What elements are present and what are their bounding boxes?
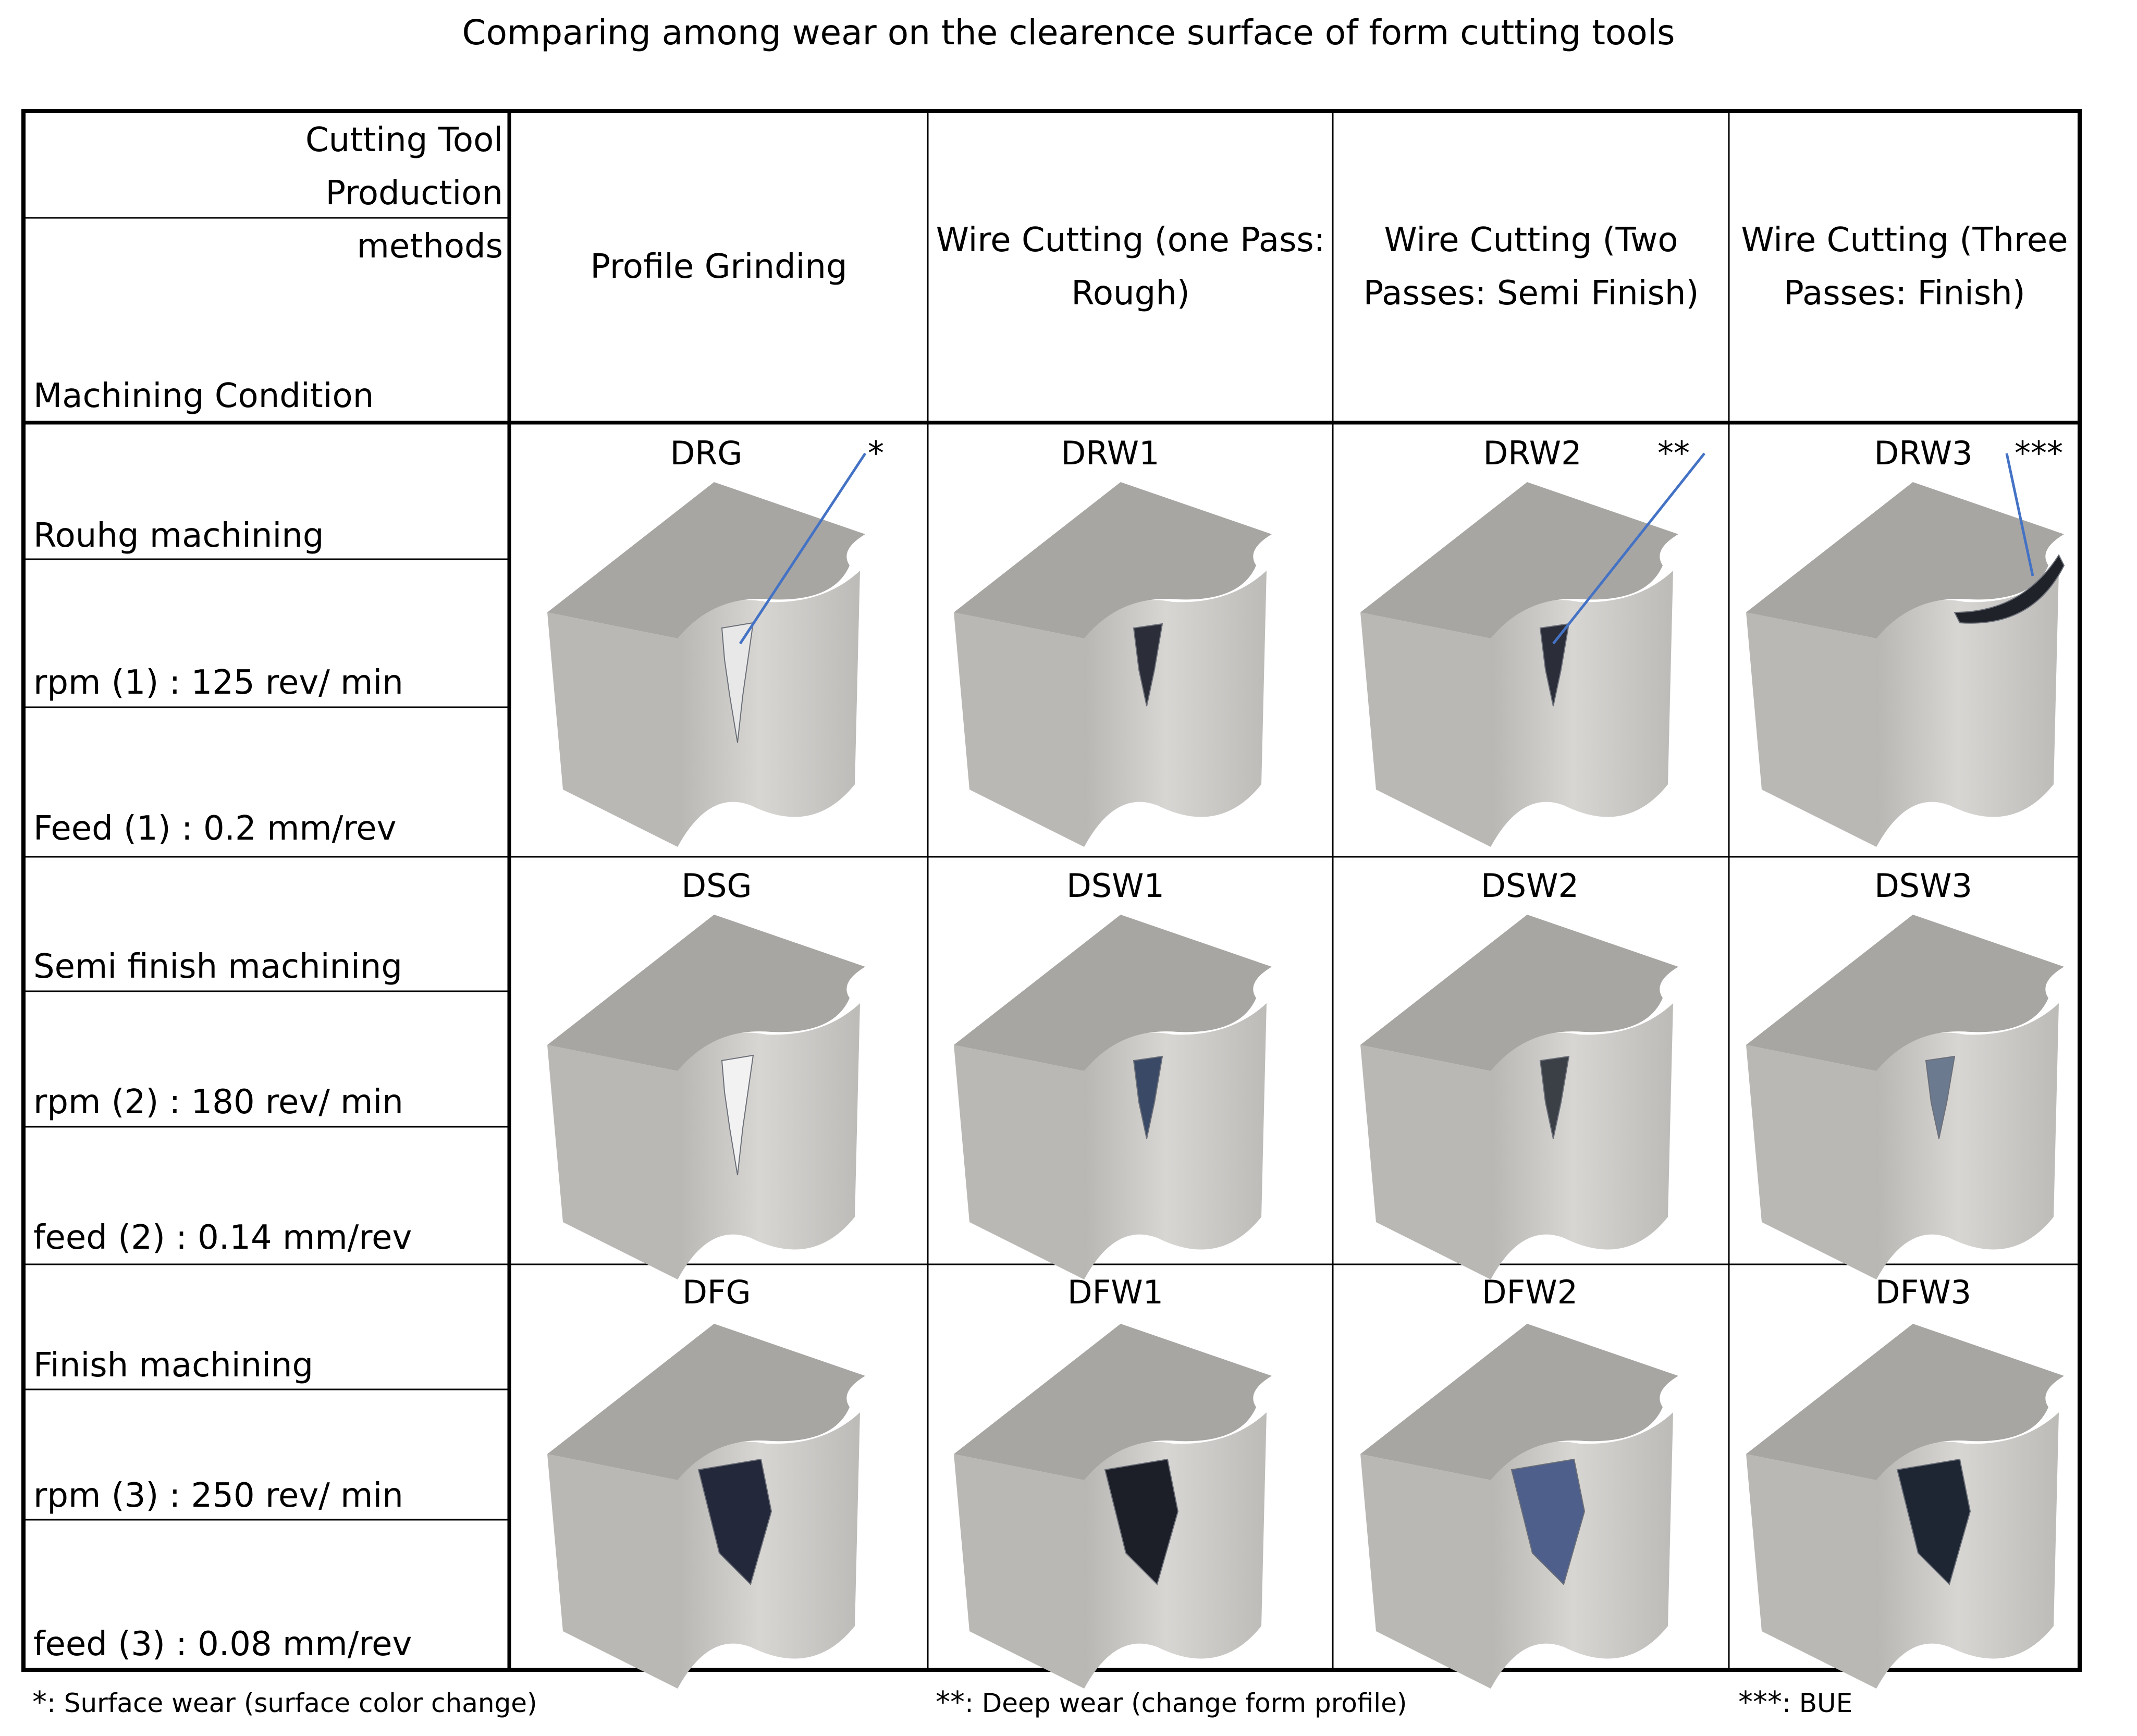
wear-region bbox=[1510, 1458, 1586, 1585]
method-header-wire-three-passes: Wire Cutting (Three Passes: Finish) bbox=[1741, 221, 2068, 313]
condition-rpm-semi-finish: rpm (2) : 180 rev/ min bbox=[33, 1083, 403, 1122]
tool-top-face bbox=[954, 915, 1272, 1071]
method-header-wire-two-passes: Wire Cutting (Two Passes: Semi Finish) bbox=[1363, 221, 1699, 313]
condition-name-rough: Rouhg machining bbox=[33, 516, 324, 555]
footnote-text: : BUE bbox=[1782, 1688, 1853, 1718]
wear-region bbox=[721, 1054, 754, 1176]
tool-image-drg bbox=[547, 452, 867, 847]
wear-leader-line bbox=[2005, 453, 2034, 576]
tool-left-face bbox=[547, 612, 678, 847]
tool-top-face bbox=[954, 1324, 1272, 1480]
sample-label: DSW2 bbox=[1481, 867, 1579, 905]
production-methods-label: Cutting Tool Production methods bbox=[305, 121, 503, 266]
wear-region bbox=[697, 1458, 772, 1585]
tool-top-face bbox=[547, 915, 865, 1071]
wear-region bbox=[1539, 623, 1570, 707]
tool-front-face bbox=[1876, 1003, 2059, 1279]
tool-front-face bbox=[1084, 1003, 1267, 1279]
footnote-deep-wear: **: Deep wear (change form profile) bbox=[936, 1684, 1407, 1721]
tool-top-face bbox=[1360, 1324, 1678, 1480]
tool-left-face bbox=[954, 1454, 1084, 1689]
wear-leader-line bbox=[739, 452, 867, 645]
sample-label: DSG bbox=[681, 867, 752, 905]
tool-left-face bbox=[1746, 612, 1876, 847]
wear-region bbox=[1954, 553, 2065, 624]
tool-image-dfw3 bbox=[1746, 1324, 2064, 1689]
wear-region bbox=[1925, 1055, 1956, 1139]
footnote-bue: ***: BUE bbox=[1738, 1684, 1852, 1721]
tool-image-dsw2 bbox=[1360, 915, 1678, 1279]
sample-label: DFG bbox=[682, 1273, 751, 1311]
wear-region bbox=[1539, 1055, 1570, 1139]
tool-image-drw1 bbox=[954, 482, 1272, 847]
machining-condition-label: Machining Condition bbox=[33, 377, 374, 415]
tool-image-dsg bbox=[547, 915, 865, 1279]
wear-region bbox=[1104, 1458, 1179, 1585]
footnote-surface-wear: *: Surface wear (surface color change) bbox=[32, 1684, 537, 1721]
tool-top-face bbox=[1360, 482, 1678, 638]
tool-top-face bbox=[547, 1324, 865, 1480]
tool-top-face bbox=[954, 482, 1272, 638]
tool-front-face bbox=[1876, 571, 2059, 847]
tool-left-face bbox=[1746, 1045, 1876, 1279]
tool-top-face bbox=[1360, 915, 1678, 1071]
wear-region bbox=[1133, 623, 1163, 707]
footnote-mark: * bbox=[32, 1685, 47, 1719]
footnote-mark: ** bbox=[936, 1685, 965, 1719]
condition-name-semi-finish: Semi finish machining bbox=[33, 947, 402, 986]
footnote-text: : Deep wear (change form profile) bbox=[965, 1688, 1407, 1718]
sample-label: DFW2 bbox=[1481, 1273, 1578, 1311]
condition-name-finish: Finish machining bbox=[33, 1346, 314, 1385]
sample-label: DFW3 bbox=[1875, 1273, 1972, 1311]
tool-top-face bbox=[1746, 482, 2064, 638]
tool-left-face bbox=[547, 1045, 678, 1279]
wear-region bbox=[721, 622, 754, 743]
tool-left-face bbox=[547, 1454, 678, 1689]
tool-image-dfg bbox=[547, 1324, 865, 1689]
condition-rpm-rough: rpm (1) : 125 rev/ min bbox=[33, 663, 403, 702]
condition-rpm-finish: rpm (3) : 250 rev/ min bbox=[33, 1476, 403, 1515]
method-header-wire-one-pass: Wire Cutting (one Pass: Rough) bbox=[936, 221, 1325, 313]
tool-image-dsw3 bbox=[1746, 915, 2064, 1279]
wear-mark: ** bbox=[1657, 434, 1690, 472]
condition-feed-semi-finish: feed (2) : 0.14 mm/rev bbox=[33, 1218, 412, 1257]
wear-mark: *** bbox=[2015, 434, 2063, 472]
tool-left-face bbox=[1360, 1454, 1491, 1689]
wear-region bbox=[1896, 1458, 1971, 1585]
tool-left-face bbox=[954, 1045, 1084, 1279]
wear-mark: * bbox=[868, 434, 884, 472]
tool-image-dfw2 bbox=[1360, 1324, 1678, 1689]
tool-left-face bbox=[1360, 1045, 1491, 1279]
condition-feed-finish: feed (3) : 0.08 mm/rev bbox=[33, 1625, 412, 1664]
sample-label: DSW3 bbox=[1874, 867, 1972, 905]
wear-leader-line bbox=[1552, 452, 1705, 645]
tool-top-face bbox=[1746, 915, 2064, 1071]
figure-title: Comparing among wear on the clearence su… bbox=[462, 13, 1675, 53]
tool-image-drw2 bbox=[1360, 452, 1705, 847]
tool-left-face bbox=[1360, 612, 1491, 847]
tool-image-dfw1 bbox=[954, 1324, 1272, 1689]
tool-front-face bbox=[1084, 571, 1267, 847]
tool-top-face bbox=[547, 482, 865, 638]
condition-feed-rough: Feed (1) : 0.2 mm/rev bbox=[33, 809, 397, 848]
footnote-mark: *** bbox=[1738, 1685, 1782, 1719]
sample-label: DRW1 bbox=[1061, 434, 1160, 472]
tool-image-drw3 bbox=[1746, 453, 2065, 847]
tool-image-dsw1 bbox=[954, 915, 1272, 1279]
sample-label: DRW3 bbox=[1874, 434, 1973, 472]
tool-left-face bbox=[954, 612, 1084, 847]
tool-front-face bbox=[1491, 571, 1673, 847]
wear-region bbox=[1133, 1055, 1163, 1139]
tool-top-face bbox=[1746, 1324, 2064, 1480]
sample-label: DFW1 bbox=[1067, 1273, 1164, 1311]
sample-label: DRG bbox=[670, 434, 743, 472]
tool-front-face bbox=[1491, 1003, 1673, 1279]
sample-label: DRW2 bbox=[1483, 434, 1582, 472]
sample-label: DSW1 bbox=[1066, 867, 1164, 905]
tool-left-face bbox=[1746, 1454, 1876, 1689]
footnote-text: : Surface wear (surface color change) bbox=[47, 1688, 537, 1718]
method-header-profile-grinding: Profile Grinding bbox=[590, 248, 848, 286]
